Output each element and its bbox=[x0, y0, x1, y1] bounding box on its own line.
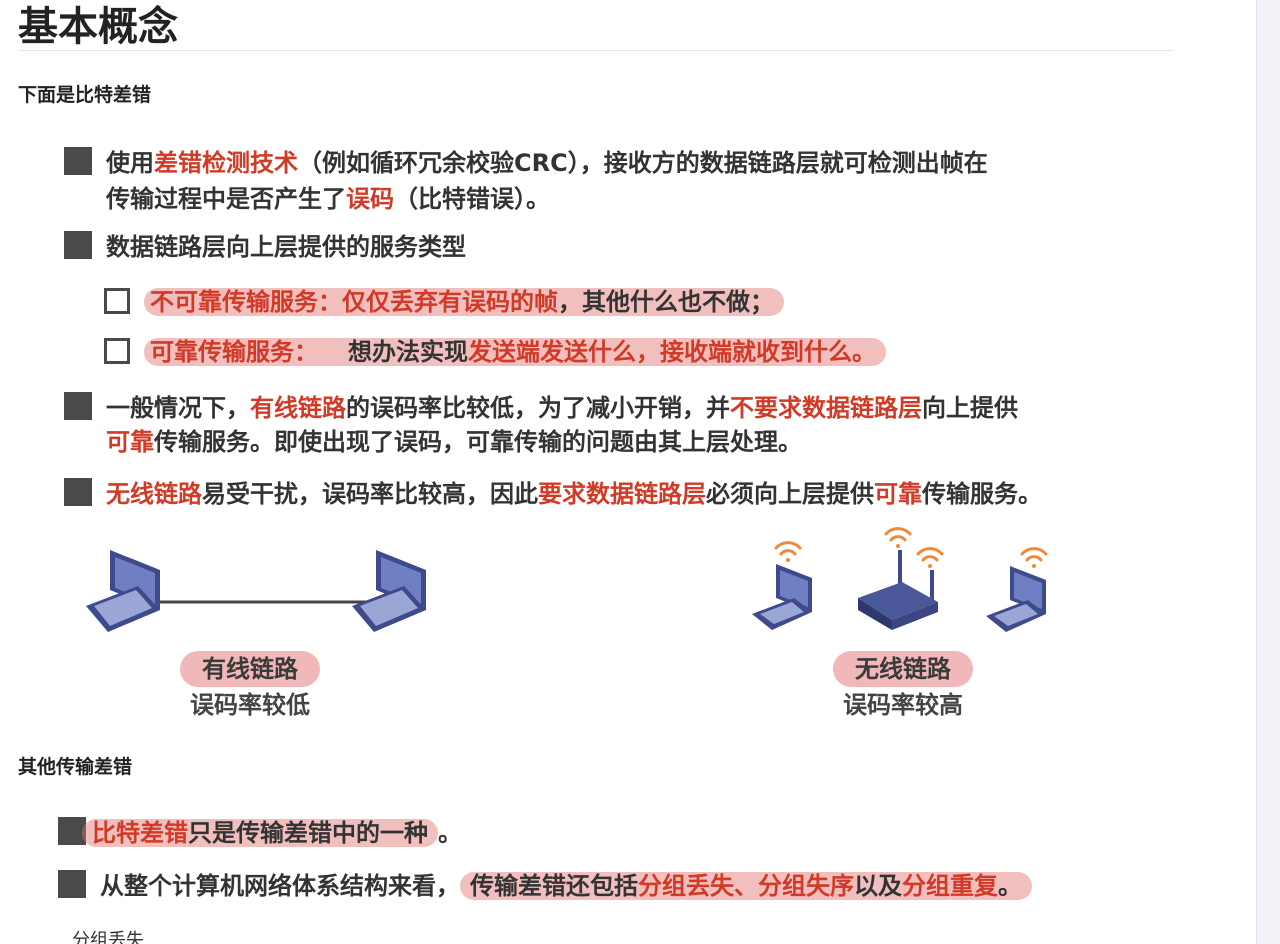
wifi-signal-icon bbox=[916, 547, 944, 568]
keyword-highlight: 分组重复 bbox=[902, 872, 998, 900]
bullet-error-detection: 使用差错检测技术（例如循环冗余校验CRC），接收方的数据链路层就可检测出帧在 bbox=[64, 146, 988, 180]
bullet-text: 从整个计算机网络体系结构来看， bbox=[100, 872, 460, 900]
bullet-square-icon bbox=[64, 147, 92, 175]
bullet-text: 只是传输差错中的一种 bbox=[188, 819, 428, 847]
keyword-highlight: 可靠传输服务： bbox=[150, 338, 318, 366]
laptop-icon bbox=[352, 550, 426, 632]
bullet-text: 传输服务。 bbox=[922, 480, 1042, 508]
keyword-highlight: 发送端发送什么，接收端就收到什么 bbox=[468, 338, 852, 366]
wired-caption: 有线链路 误码率较低 bbox=[150, 651, 350, 723]
bullet-service-types: 数据链路层向上层提供的服务类型 bbox=[64, 230, 466, 264]
bullet-text: 传输服务。即使出现了误码，可靠传输的问题由其上层处理。 bbox=[154, 428, 802, 456]
bullet-text: ，其他什么也不做； bbox=[558, 288, 774, 316]
bullet-square-icon bbox=[64, 392, 92, 420]
bullet-text: 以及 bbox=[854, 872, 902, 900]
wifi-signal-icon bbox=[1020, 547, 1048, 568]
bullet-wired-link: 一般情况下，有线链路的误码率比较低，为了减小开销，并不要求数据链路层向上提供 bbox=[64, 391, 1018, 425]
wireless-link-diagram bbox=[752, 527, 1048, 632]
section-heading-other-errors: 其他传输差错 bbox=[18, 756, 133, 778]
bullet-wired-link-line2: 可靠传输服务。即使出现了误码，可靠传输的问题由其上层处理。 bbox=[106, 425, 802, 459]
wired-link-diagram bbox=[86, 550, 426, 632]
wireless-link-label: 无线链路 bbox=[833, 651, 973, 687]
keyword-highlight: 要求数据链路层 bbox=[538, 480, 706, 508]
bullet-text: （比特错误）。 bbox=[394, 185, 550, 213]
wifi-signal-icon bbox=[884, 527, 912, 548]
sub-item-reliable-service: 可靠传输服务： 想办法实现发送端发送什么，接收端就收到什么。 bbox=[104, 335, 886, 369]
laptop-icon bbox=[86, 550, 160, 632]
keyword-highlight: 无线链路 bbox=[106, 480, 202, 508]
bullet-wireless-link: 无线链路易受干扰，误码率比较高，因此要求数据链路层必须向上层提供可靠传输服务。 bbox=[64, 477, 1042, 511]
section-heading-bit-error: 下面是比特差错 bbox=[18, 84, 152, 106]
keyword-highlight: 不可靠传输服务： bbox=[150, 288, 342, 316]
wired-error-rate-label: 误码率较低 bbox=[190, 691, 310, 719]
bullet-text: 传输差错还包括 bbox=[470, 872, 638, 900]
bullet-text: 必须向上层提供 bbox=[706, 480, 874, 508]
bullet-text: 。 bbox=[852, 338, 876, 366]
checkbox-square-icon bbox=[104, 288, 130, 314]
bullet-text: 使用 bbox=[106, 149, 154, 177]
wireless-error-rate-label: 误码率较高 bbox=[843, 691, 963, 719]
bullet-text: 想办法实现 bbox=[348, 338, 468, 366]
wireless-router-icon bbox=[858, 550, 938, 630]
keyword-highlight: 仅仅丢弃有误码的帧 bbox=[342, 288, 558, 316]
bullet-square-icon bbox=[58, 870, 86, 898]
page-title: 基本概念 bbox=[18, 4, 178, 50]
wifi-signal-icon bbox=[774, 541, 802, 562]
keyword-highlight: 可靠 bbox=[106, 428, 154, 456]
checkbox-square-icon bbox=[104, 338, 130, 364]
keyword-highlight: 差错检测技术 bbox=[154, 149, 298, 177]
bullet-text: 的误码率比较低，为了减小开销，并 bbox=[346, 394, 730, 422]
sub-item-unreliable-service: 不可靠传输服务：仅仅丢弃有误码的帧，其他什么也不做； bbox=[104, 285, 784, 319]
wired-link-label: 有线链路 bbox=[180, 651, 320, 687]
next-list-item-partial: 分组丢失 bbox=[72, 930, 144, 944]
bullet-bit-error-one-kind: 比特差错只是传输差错中的一种。 bbox=[58, 816, 462, 850]
bullet-text: 向上提供 bbox=[922, 394, 1018, 422]
laptop-icon bbox=[752, 564, 812, 630]
wireless-caption: 无线链路 误码率较高 bbox=[803, 651, 1003, 723]
keyword-highlight: 分组丢失、分组失序 bbox=[638, 872, 854, 900]
bullet-square-icon bbox=[64, 478, 92, 506]
keyword-highlight: 误码 bbox=[346, 185, 394, 213]
vertical-scrollbar[interactable] bbox=[1256, 0, 1280, 944]
bullet-text: （例如循环冗余校验CRC），接收方的数据链路层就可检测出帧在 bbox=[298, 149, 988, 177]
bullet-text: 传输过程中是否产生了 bbox=[106, 185, 346, 213]
bullet-text: 一般情况下， bbox=[106, 394, 250, 422]
bullet-text: 数据链路层向上层提供的服务类型 bbox=[106, 233, 466, 261]
keyword-highlight: 可靠 bbox=[874, 480, 922, 508]
laptop-icon bbox=[986, 566, 1046, 632]
bullet-text: 易受干扰，误码率比较高，因此 bbox=[202, 480, 538, 508]
bullet-square-icon bbox=[58, 817, 86, 845]
keyword-highlight: 有线链路 bbox=[250, 394, 346, 422]
bullet-other-transmission-errors: 从整个计算机网络体系结构来看， 传输差错还包括分组丢失、分组失序以及分组重复。 bbox=[58, 869, 1032, 903]
bullet-text: 。 bbox=[438, 819, 462, 847]
bullet-error-detection-line2: 传输过程中是否产生了误码（比特错误）。 bbox=[106, 182, 550, 216]
keyword-highlight: 比特差错 bbox=[92, 819, 188, 847]
keyword-highlight: 不要求数据链路层 bbox=[730, 394, 922, 422]
bullet-square-icon bbox=[64, 231, 92, 259]
bullet-text: 。 bbox=[998, 872, 1022, 900]
title-divider bbox=[18, 50, 1174, 51]
